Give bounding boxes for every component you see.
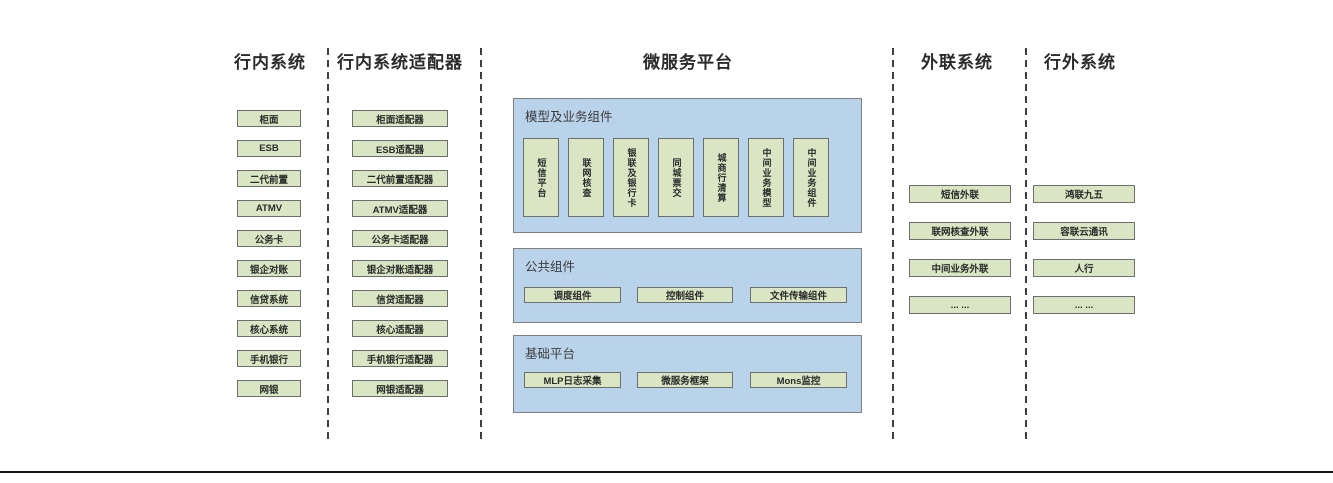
adapter-box: 公务卡适配器: [352, 230, 448, 247]
component-box-vertical: 中间业务组件: [793, 138, 829, 217]
component-box: 文件传输组件: [750, 287, 847, 303]
component-box: 控制组件: [637, 287, 733, 303]
component-box-vertical: 中间业务模型: [748, 138, 784, 217]
outreach-box: 短信外联: [909, 185, 1011, 203]
system-box: 银企对账: [237, 260, 301, 277]
adapter-box: 核心适配器: [352, 320, 448, 337]
adapter-box: 柜面适配器: [352, 110, 448, 127]
external-box: 人行: [1033, 259, 1135, 277]
outreach-box: 联网核查外联: [909, 222, 1011, 240]
adapter-box: 银企对账适配器: [352, 260, 448, 277]
column-title-internal-adapters: 行内系统适配器: [337, 53, 463, 72]
external-box: 容联云通讯: [1033, 222, 1135, 240]
column-title-microservice-platform: 微服务平台: [643, 53, 733, 72]
external-box: ... ...: [1033, 296, 1135, 314]
column-title-outreach-systems: 外联系统: [921, 53, 993, 72]
system-box: 公务卡: [237, 230, 301, 247]
column-title-internal-systems: 行内系统: [234, 53, 306, 72]
system-box: ATMV: [237, 200, 301, 217]
component-box-vertical: 短信平台: [523, 138, 559, 217]
adapter-box: 手机银行适配器: [352, 350, 448, 367]
column-separator: [1025, 48, 1027, 443]
adapter-box: 信贷适配器: [352, 290, 448, 307]
component-box-vertical: 银联及银行卡: [613, 138, 649, 217]
column-title-external-systems: 行外系统: [1044, 53, 1116, 72]
adapter-box: 网银适配器: [352, 380, 448, 397]
outreach-box: ... ...: [909, 296, 1011, 314]
container-label: 基础平台: [525, 347, 576, 361]
column-separator: [327, 48, 329, 443]
adapter-box: ATMV适配器: [352, 200, 448, 217]
column-separator: [892, 48, 894, 443]
external-box: 鸿联九五: [1033, 185, 1135, 203]
system-box: 网银: [237, 380, 301, 397]
adapter-box: ESB适配器: [352, 140, 448, 157]
bottom-rule: [0, 471, 1333, 473]
container-label: 模型及业务组件: [525, 110, 613, 124]
system-box: 二代前置: [237, 170, 301, 187]
column-separator: [480, 48, 482, 443]
system-box: 手机银行: [237, 350, 301, 367]
outreach-box: 中间业务外联: [909, 259, 1011, 277]
component-box-vertical: 联网核查: [568, 138, 604, 217]
system-box: 信贷系统: [237, 290, 301, 307]
system-box: 柜面: [237, 110, 301, 127]
component-box: 调度组件: [524, 287, 621, 303]
container-label: 公共组件: [525, 260, 576, 274]
component-box: MLP日志采集: [524, 372, 621, 388]
adapter-box: 二代前置适配器: [352, 170, 448, 187]
container-common-components: [513, 248, 862, 323]
component-box-vertical: 城商行清算: [703, 138, 739, 217]
component-box: 微服务框架: [637, 372, 733, 388]
component-box: Mons监控: [750, 372, 847, 388]
component-box-vertical: 同城票交: [658, 138, 694, 217]
system-box: ESB: [237, 140, 301, 157]
system-box: 核心系统: [237, 320, 301, 337]
